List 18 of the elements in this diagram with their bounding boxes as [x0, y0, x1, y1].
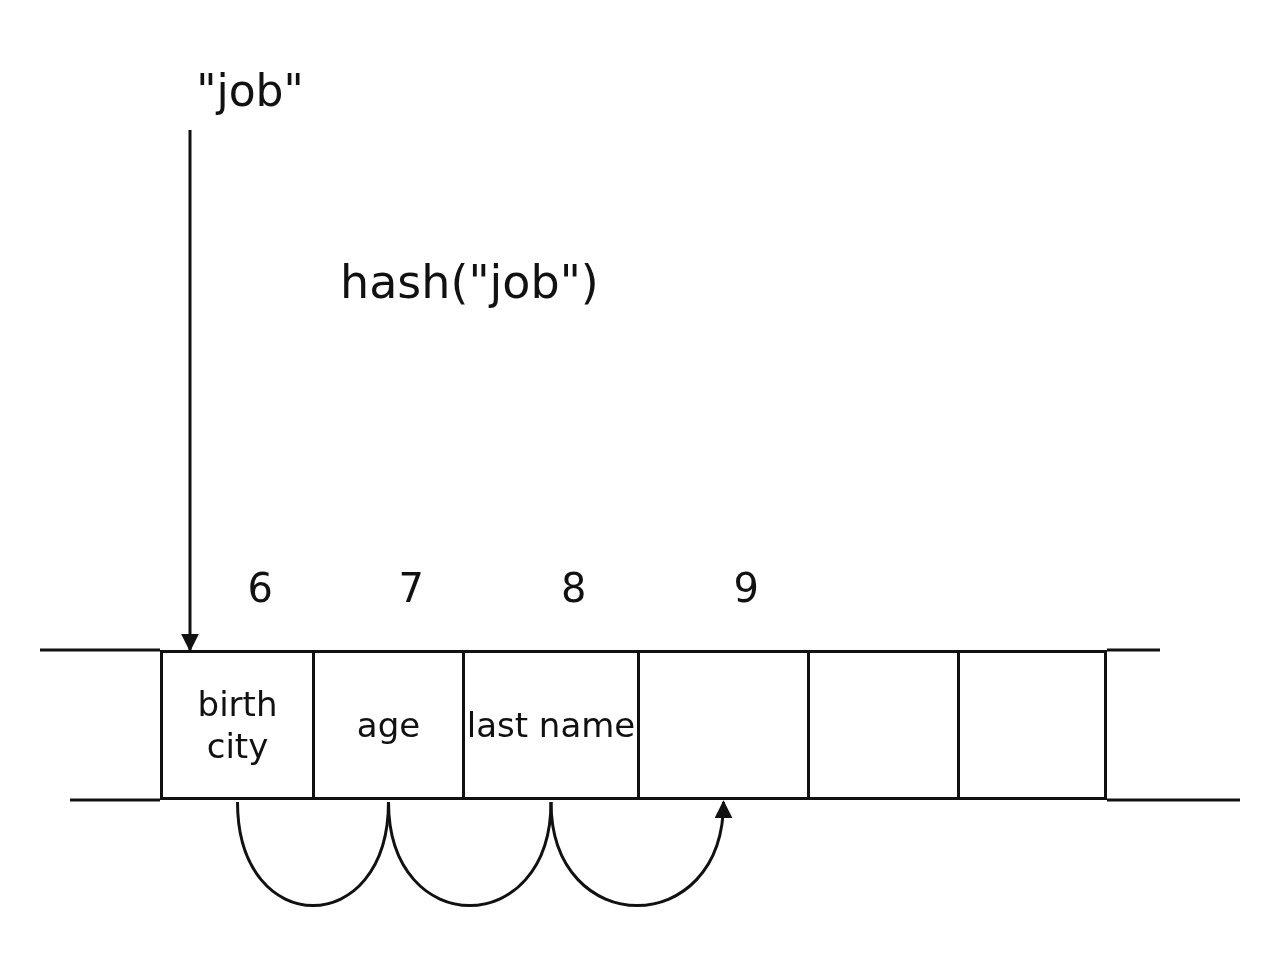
arrow: [181, 130, 199, 652]
connector-line: [236, 801, 390, 907]
array-slot: [637, 650, 810, 800]
slot-value: last name: [466, 703, 636, 747]
index-number: 6: [247, 565, 273, 611]
connector-line: [387, 801, 553, 907]
slot-value: birth city: [196, 682, 279, 768]
array-slot: [957, 650, 1107, 800]
index-number: 8: [561, 565, 587, 611]
slot-value: age: [356, 703, 421, 747]
index-number: 9: [733, 565, 759, 611]
array-slot: [312, 650, 465, 800]
arrow: [549, 800, 731, 907]
key-text: "job": [196, 63, 304, 118]
index-number: 7: [398, 565, 424, 611]
array-slot: [807, 650, 960, 800]
array-slot: [462, 650, 640, 800]
array-slot: [160, 650, 315, 800]
